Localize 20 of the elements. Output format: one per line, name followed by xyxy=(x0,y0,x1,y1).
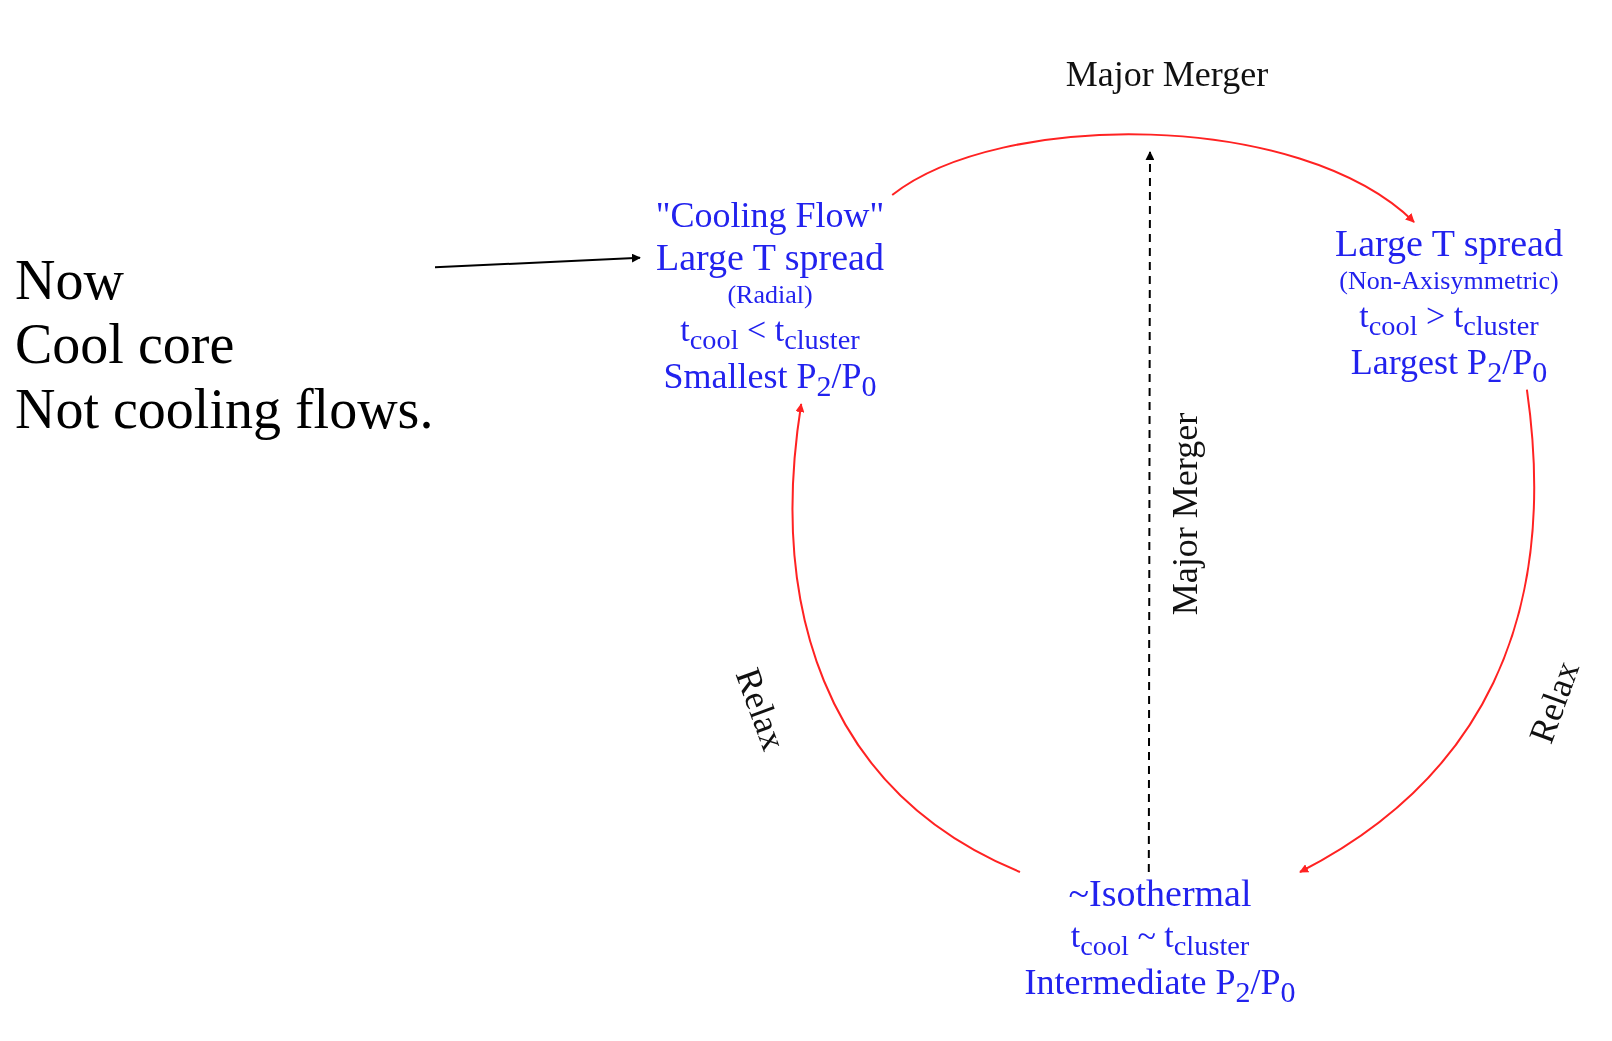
state-text: (Radial) xyxy=(727,280,813,310)
state-text: t$_{cool}$ > t$_{cluster}$ xyxy=(1359,295,1539,342)
note-text: Cool core xyxy=(15,312,235,377)
arrow xyxy=(1299,388,1536,873)
state-text: Large T spread xyxy=(1335,222,1563,266)
state-text: "Cooling Flow" xyxy=(655,195,885,237)
state-text: ~Isothermal xyxy=(1068,872,1252,916)
state-text: Largest P$_{2}$/P$_{0}$ xyxy=(1350,341,1548,390)
state-text: t$_{cool}$ ~ t$_{cluster}$ xyxy=(1070,915,1250,963)
arrow xyxy=(434,253,641,269)
state-text: t$_{cool}$ < t$_{cluster}$ xyxy=(680,309,860,357)
state-text: Smallest P$_{2}$/P$_{0}$ xyxy=(663,356,877,404)
note-text: Now xyxy=(15,248,124,313)
note-text: Not cooling flows. xyxy=(15,376,434,442)
state-text: Large T spread xyxy=(656,236,884,281)
arrow xyxy=(1145,151,1155,873)
state-text: Intermediate P$_{2}$/P$_{0}$ xyxy=(1024,962,1296,1010)
state-text: (Non-Axisymmetric) xyxy=(1339,265,1559,296)
arrow xyxy=(891,133,1415,223)
arrow xyxy=(791,403,1021,873)
